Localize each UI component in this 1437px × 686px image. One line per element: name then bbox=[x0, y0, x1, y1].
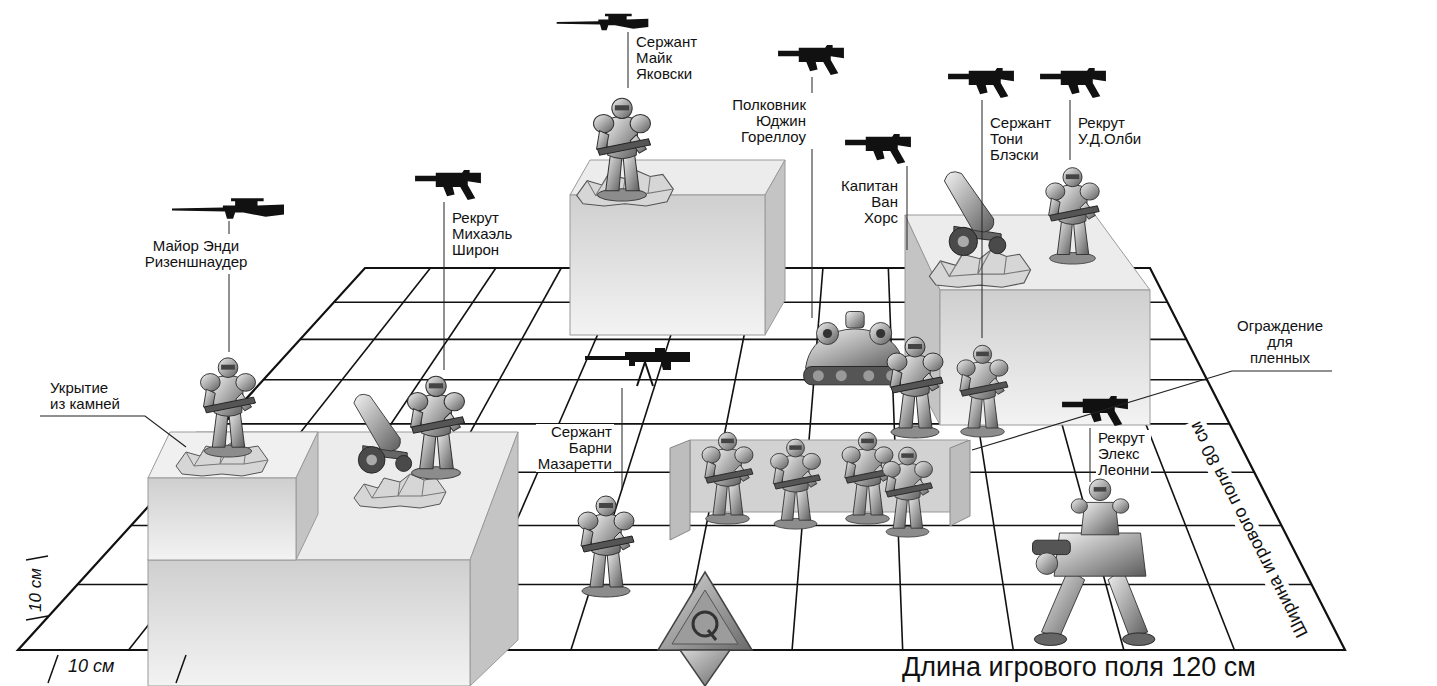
terrain-block-center bbox=[570, 160, 785, 335]
leader-line bbox=[982, 100, 983, 338]
prisoner-miniature bbox=[842, 432, 893, 524]
weapon-icon bbox=[1040, 68, 1106, 98]
dimension-label: 10 см bbox=[26, 566, 46, 614]
art-path bbox=[658, 572, 752, 650]
art-path bbox=[708, 630, 716, 640]
leader-line bbox=[1090, 428, 1091, 482]
art-rect bbox=[148, 560, 470, 686]
walker-robot bbox=[1033, 479, 1155, 646]
leader-line bbox=[444, 202, 445, 370]
prisoner-miniature bbox=[883, 447, 933, 537]
miniature bbox=[957, 345, 1008, 437]
art-rect bbox=[570, 195, 765, 335]
leader-line bbox=[812, 77, 813, 93]
unit-name: Сержант Барни Мазаретти bbox=[536, 424, 614, 472]
miniature bbox=[1046, 168, 1099, 264]
weapon-icon bbox=[415, 170, 481, 200]
miniature bbox=[593, 98, 650, 201]
rock-cover bbox=[929, 250, 1030, 287]
art-polygon bbox=[470, 432, 518, 686]
art-polygon bbox=[905, 215, 1150, 290]
miniature bbox=[887, 337, 943, 438]
miniature bbox=[201, 358, 256, 457]
art-polygon bbox=[765, 160, 785, 335]
prisoner-miniature bbox=[702, 432, 753, 524]
weapon-icon bbox=[585, 348, 690, 386]
combat-vehicle bbox=[804, 312, 907, 385]
weapon-icon bbox=[172, 198, 284, 218]
unit-name: Рекрут Михаэль Широн bbox=[450, 210, 514, 258]
unit-name: Сержант Майк Яковски bbox=[634, 34, 699, 82]
dimension-ticks bbox=[26, 556, 186, 683]
dimension-label: Длина игрового поля 120 см bbox=[900, 652, 1258, 682]
unit-name: Сержант Тони Блэски bbox=[988, 115, 1053, 163]
terrain-block-right bbox=[905, 215, 1150, 425]
weapon-icon bbox=[1062, 396, 1128, 426]
art-path bbox=[26, 556, 48, 560]
weapon-icon bbox=[948, 68, 1014, 98]
leader-line bbox=[40, 416, 186, 447]
miniature bbox=[578, 496, 634, 597]
game-logo bbox=[658, 572, 752, 686]
unit-name: Рекрут У.Д.Олби bbox=[1076, 115, 1143, 147]
leader-line bbox=[972, 371, 1332, 450]
rocket-launcher bbox=[354, 394, 412, 473]
art-path bbox=[48, 655, 58, 683]
art-polygon bbox=[148, 432, 518, 560]
unit-name: Рекрут Элекс Леонни bbox=[1096, 430, 1151, 478]
terrain-callout: Укрытие из камней bbox=[48, 380, 123, 412]
art-path bbox=[672, 590, 738, 644]
art-circle bbox=[693, 612, 717, 636]
art-path bbox=[680, 650, 730, 686]
leader-line bbox=[229, 221, 230, 234]
terrain-callout: Ограждение для пленных bbox=[1235, 318, 1325, 366]
art-path bbox=[176, 655, 186, 683]
weapon-icon bbox=[557, 14, 649, 31]
leader-line bbox=[1070, 100, 1071, 160]
miniature bbox=[407, 376, 464, 479]
art-polygon bbox=[296, 432, 318, 560]
leader-line bbox=[907, 166, 908, 250]
leader-line bbox=[622, 388, 623, 490]
rocket-launcher bbox=[944, 172, 1005, 256]
prisoner-fence-side bbox=[670, 440, 690, 540]
weapon-icon bbox=[778, 45, 844, 75]
leader-line bbox=[812, 149, 813, 318]
prisoner-fence-side bbox=[950, 440, 970, 526]
terrain-block-left bbox=[148, 432, 518, 686]
unit-name: Полковник Юджин Гореллоу bbox=[730, 97, 808, 145]
unit-name: Капитан Ван Хорс bbox=[839, 178, 900, 226]
leader-line bbox=[628, 32, 629, 88]
leader-line bbox=[229, 274, 230, 352]
prisoner-miniature bbox=[771, 439, 821, 529]
art-path bbox=[26, 616, 48, 620]
weapon-icon bbox=[845, 134, 911, 164]
unit-name: Майор Энди Ризеншнаудер bbox=[143, 238, 250, 270]
art-rect bbox=[148, 478, 296, 560]
dimension-label: 10 см bbox=[66, 655, 116, 677]
